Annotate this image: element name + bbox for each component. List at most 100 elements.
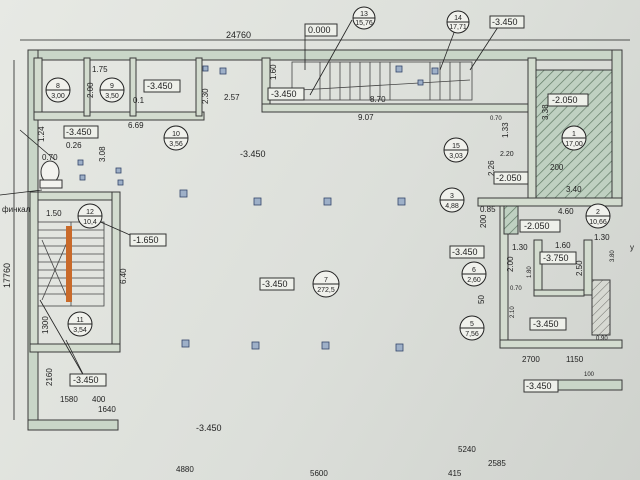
dim-0-26: 0.26 xyxy=(66,141,82,150)
room-tag-15: 15 3,03 xyxy=(443,137,469,163)
room-tag-13: 13 15,76 xyxy=(352,6,376,30)
dim-2160: 2160 xyxy=(45,368,54,386)
level-2050-b: -2.050 xyxy=(496,173,522,183)
dim-5600: 5600 xyxy=(310,469,328,478)
level-3450-b: -3.450 xyxy=(271,89,297,99)
dim-1-30-a: 1.30 xyxy=(512,243,528,252)
dim-3-38: 3.38 xyxy=(541,104,550,120)
room-11-area: 3,54 xyxy=(73,327,87,334)
room-5-num: 5 xyxy=(470,321,474,328)
dim-5240: 5240 xyxy=(458,445,476,454)
room-9-area: 3,50 xyxy=(105,93,119,100)
room-8-num: 8 xyxy=(56,83,60,90)
dim-0-85: 0.85 xyxy=(480,205,496,214)
room-tag-12: 12 10,4 xyxy=(77,203,103,229)
room-7-area: 272,5 xyxy=(317,287,335,294)
room-8-area: 3,00 xyxy=(51,93,65,100)
dim-50: 50 xyxy=(477,295,486,304)
dim-200: 200 xyxy=(550,163,564,172)
columns xyxy=(77,65,439,352)
room-11-num: 11 xyxy=(76,317,83,324)
stair-rail xyxy=(66,226,72,302)
room-2-area: 10,66 xyxy=(589,219,607,226)
level-3750: -3.750 xyxy=(543,253,569,263)
leader-lines xyxy=(0,19,630,420)
room-2-num: 2 xyxy=(596,209,600,216)
level-0000: 0.000 xyxy=(308,25,331,35)
dim-1-60-b: 1.60 xyxy=(555,241,571,250)
room-tag-1: 1 17,00 xyxy=(561,125,587,151)
room-tag-10: 10 3,56 xyxy=(163,125,189,151)
dim-1-60-top: 1.60 xyxy=(269,64,278,80)
dim-1300: 1300 xyxy=(41,316,50,334)
room-tags: 8 3,00 9 3,50 10 3,56 12 10,4 11 3,54 7 … xyxy=(45,6,611,341)
dim-top-overall: 24760 xyxy=(226,30,251,40)
level-3450-bottom: -3.450 xyxy=(526,381,552,391)
note-finkal: финкал xyxy=(2,205,31,214)
room-tag-3: 3 4,88 xyxy=(439,187,465,213)
room-tag-8: 8 3,00 xyxy=(45,77,71,103)
dim-3-08: 3.08 xyxy=(98,146,107,162)
room-1-num: 1 xyxy=(572,131,576,138)
room-tag-7: 7 272,5 xyxy=(312,270,340,298)
dim-2-57: 2.57 xyxy=(224,93,240,102)
level-3450-hall: -3.450 xyxy=(262,279,288,289)
dim-1-24: 1.24 xyxy=(37,126,46,142)
room-tag-5: 5 7,56 xyxy=(459,315,485,341)
toilet-fixture xyxy=(39,160,63,189)
room-12-area: 10,4 xyxy=(83,219,97,226)
dim-1-50: 1.50 xyxy=(46,209,62,218)
dim-1640: 1640 xyxy=(98,405,116,414)
dim-9-07: 9.07 xyxy=(358,113,374,122)
dimension-labels: 24760 17760 1.75 2.00 0.1 2.30 2.57 6.69… xyxy=(2,30,616,478)
room-7-num: 7 xyxy=(324,277,328,284)
room-tag-6: 6 2,60 xyxy=(461,261,487,287)
level-marks: 0.000 -3.450 -3.450 -3.450 -3.450 -3.450… xyxy=(63,15,589,433)
dim-2-10: 2.10 xyxy=(510,306,516,318)
room-1-area: 17,00 xyxy=(565,141,583,148)
stair-top xyxy=(291,61,473,101)
level-3450-r5: -3.450 xyxy=(533,319,559,329)
level-3450-c: -3.450 xyxy=(66,127,92,137)
level-3450-main: -3.450 xyxy=(240,149,266,159)
dim-8-70: 8.70 xyxy=(370,95,386,104)
dim-2-00: 2.00 xyxy=(86,82,95,98)
dim-0-70: 0.70 xyxy=(42,153,58,162)
room-5-area: 7,56 xyxy=(465,331,479,338)
dim-415: 415 xyxy=(448,469,462,478)
room-tag-2: 2 10,66 xyxy=(585,203,611,229)
dim-left-overall: 17760 xyxy=(2,263,12,288)
dim-4880: 4880 xyxy=(176,465,194,474)
level-1650: -1.650 xyxy=(133,235,159,245)
room-13-num: 13 xyxy=(360,11,368,18)
level-3450-bl: -3.450 xyxy=(73,375,99,385)
dim-4-60: 4.60 xyxy=(558,207,574,216)
level-3450-bottom2: -3.450 xyxy=(196,423,222,433)
dim-1150: 1150 xyxy=(566,355,584,364)
room-6-area: 2,60 xyxy=(467,277,481,284)
room-6-num: 6 xyxy=(472,267,476,274)
hatched-column-small xyxy=(503,205,519,235)
level-2050-a: -2.050 xyxy=(552,95,578,105)
room-15-num: 15 xyxy=(452,143,460,150)
room-9-num: 9 xyxy=(110,83,114,90)
dim-6-69: 6.69 xyxy=(128,121,144,130)
room-13-area: 15,76 xyxy=(355,20,373,27)
dim-2-00-b: 2.00 xyxy=(506,256,515,272)
room-12-num: 12 xyxy=(86,209,94,216)
room-tag-11: 11 3,54 xyxy=(67,311,93,337)
dim-1-33: 1.33 xyxy=(501,122,510,138)
room-10-num: 10 xyxy=(172,131,180,138)
room-3-num: 3 xyxy=(450,193,454,200)
dim-0-90: 0.90 xyxy=(596,336,608,342)
dim-200-b: 200 xyxy=(479,214,488,228)
dim-1-80: 1.80 xyxy=(527,266,533,278)
room-tag-9: 9 3,50 xyxy=(99,77,125,103)
level-3450-top: -3.450 xyxy=(492,17,518,27)
dim-1-30-b: 1.30 xyxy=(594,233,610,242)
dim-100: 100 xyxy=(584,372,595,378)
room-14-num: 14 xyxy=(454,15,462,22)
dim-3-80: 3.80 xyxy=(610,250,616,262)
